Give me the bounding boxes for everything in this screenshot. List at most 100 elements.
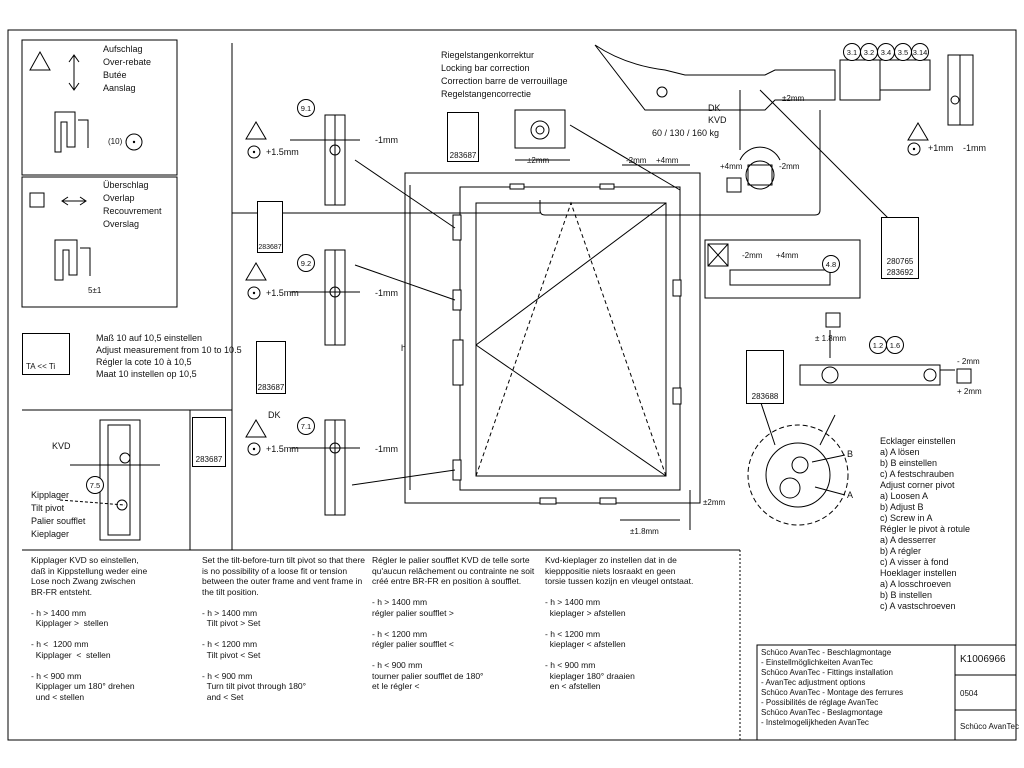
- eck-2: b) B einstellen: [880, 458, 938, 468]
- pivot3-plus: +1.5mm: [266, 444, 299, 454]
- right-minus1: -1mm: [963, 143, 986, 153]
- ref-3-5: 3.5: [894, 43, 912, 61]
- eck-1: a) A lösen: [880, 447, 920, 457]
- measure-line-4: Maat 10 instellen op 10,5: [96, 369, 197, 379]
- ref-1-6: 1.6: [886, 336, 904, 354]
- ref-3-2: 3.2: [860, 43, 878, 61]
- pivot3-minus: -1mm: [375, 444, 398, 454]
- rebate-line-2: Over-rebate: [103, 57, 152, 67]
- measure-line-3: Régler la cote 10 à 10,5: [96, 357, 192, 367]
- eck-6: b) Adjust B: [880, 502, 924, 512]
- pivot-minus2: - 2mm: [957, 357, 980, 366]
- ref-7-5: 7.5: [86, 476, 104, 494]
- ref-3-1: 3.1: [843, 43, 861, 61]
- overlap-line-4: Overslag: [103, 219, 140, 229]
- eck-5: a) Loosen A: [880, 491, 929, 501]
- measure-line-2: Adjust measurement from 10 to 10.5: [96, 345, 242, 355]
- pivot2-plus: +1.5mm: [266, 288, 299, 298]
- lock-pm2: ±2mm: [527, 156, 550, 165]
- label-a: A: [847, 490, 854, 500]
- kvd-label-en: Tilt pivot: [31, 503, 65, 513]
- dim-h: h: [401, 343, 407, 353]
- eck-7: c) Screw in A: [880, 513, 933, 523]
- label-weights: 60 / 130 / 160 kg: [652, 128, 720, 138]
- thermo-icon: [22, 333, 70, 375]
- pivot-plus2: + 2mm: [957, 387, 982, 396]
- title-block-lines: Schüco AvanTec - Beschlagmontage - Einst…: [761, 648, 903, 728]
- overlap-line-2: Overlap: [103, 193, 135, 203]
- eck-3: c) A festschrauben: [880, 469, 955, 479]
- kvd-minus2: -2mm: [779, 162, 800, 171]
- eck-13: a) A losschroeven: [880, 579, 952, 589]
- code-283687-d: 283687: [195, 455, 223, 464]
- code-280765: 280765: [886, 257, 914, 266]
- measure-line-1: Maß 10 auf 10,5 einstellen: [96, 333, 203, 343]
- title-line-3: Schüco AvanTec - Fittings installation: [761, 668, 893, 677]
- doc-number: K1006966: [960, 654, 1006, 665]
- locking-bar-nl: Regelstangencorrectie: [441, 89, 532, 99]
- overlap-line-3: Recouvrement: [103, 206, 162, 216]
- code-283687-a: 283687: [449, 151, 477, 160]
- mid-plus4: +4mm: [776, 251, 799, 260]
- ref-4-8: 4.8: [822, 255, 840, 273]
- pivot-pm18: ± 1.8mm: [815, 334, 847, 343]
- tool-box-1: [447, 112, 479, 162]
- title-line-2: - Einstellmöglichkeiten AvanTec: [761, 658, 873, 667]
- overlap-line-1: Überschlag: [103, 180, 149, 190]
- instructions-fr: Régler le palier soufflet KVD de telle s…: [372, 555, 535, 691]
- ref-9-1: 9.1: [297, 99, 315, 117]
- label-kvd: KVD: [708, 115, 727, 125]
- ref-3-14: 3.14: [911, 43, 929, 61]
- tool-box-4: [192, 417, 226, 467]
- locking-bar-fr: Correction barre de verrouillage: [441, 76, 568, 86]
- eck-14: b) B instellen: [880, 590, 933, 600]
- title-line-1: Schüco AvanTec - Beschlagmontage: [761, 648, 892, 657]
- title-line-5: Schüco AvanTec - Montage des ferrures: [761, 688, 904, 697]
- tool-box-3: [256, 341, 286, 394]
- top-minus2: -2mm: [626, 156, 647, 165]
- company-name: Schüco AvanTec: [960, 722, 1020, 731]
- locking-bar-de: Riegelstangenkorrektur: [441, 50, 535, 60]
- tool-box-5: [881, 217, 919, 279]
- eck-4: Adjust corner pivot: [880, 480, 955, 490]
- label-dk: DK: [708, 103, 721, 113]
- rebate-line-1: Aufschlag: [103, 44, 143, 54]
- ref-3-4: 3.4: [877, 43, 895, 61]
- code-283687-b: 283687: [258, 244, 282, 251]
- pivot1-minus: -1mm: [375, 135, 398, 145]
- ref-7-1: 7.1: [297, 417, 315, 435]
- code-283687-c: 283687: [257, 383, 285, 392]
- title-line-6: - Possibilités de réglage AvanTec: [761, 698, 879, 707]
- ref-9-2: 9.2: [297, 254, 315, 272]
- tool-box-2: [257, 201, 283, 253]
- sheet-border: [7, 29, 1017, 741]
- code-283688: 283688: [751, 392, 779, 401]
- eck-10: b) A régler: [880, 546, 922, 556]
- kvd-label-nl: Kieplager: [31, 529, 70, 539]
- title-line-7: Schüco AvanTec - Beslagmontage: [761, 708, 883, 717]
- top-pm2: ±2mm: [782, 94, 805, 103]
- title-line-4: - AvanTec adjustment options: [761, 678, 866, 687]
- rebate-line-3: Butée: [103, 70, 127, 80]
- kvd-plus4: +4mm: [720, 162, 743, 171]
- mid-minus2: -2mm: [742, 251, 763, 260]
- title-block: [756, 644, 1017, 741]
- eck-0: Ecklager einstellen: [880, 436, 956, 446]
- dim-pm2: ±2mm: [703, 498, 726, 507]
- corner-pivot-instructions: Ecklager einstellen a) A lösen b) B eins…: [880, 436, 970, 612]
- doc-date: 0504: [960, 689, 978, 698]
- label-b: B: [847, 449, 854, 459]
- kvd-label: KVD: [52, 441, 71, 451]
- eck-12: Hoeklager instellen: [880, 568, 957, 578]
- eck-9: a) A desserrer: [880, 535, 937, 545]
- eck-15: c) A vastschroeven: [880, 601, 956, 611]
- rebate-legend-box: [21, 39, 178, 176]
- temp-label: TA << Ti: [26, 362, 56, 371]
- rebate-line-4: Aanslag: [103, 83, 136, 93]
- pivot2-minus: -1mm: [375, 288, 398, 298]
- triangle-symbol: [29, 50, 51, 71]
- tool-box-6: [746, 350, 784, 404]
- title-line-8: - Instelmogelijkheden AvanTec: [761, 718, 869, 727]
- rebate-dim: (10): [108, 137, 123, 146]
